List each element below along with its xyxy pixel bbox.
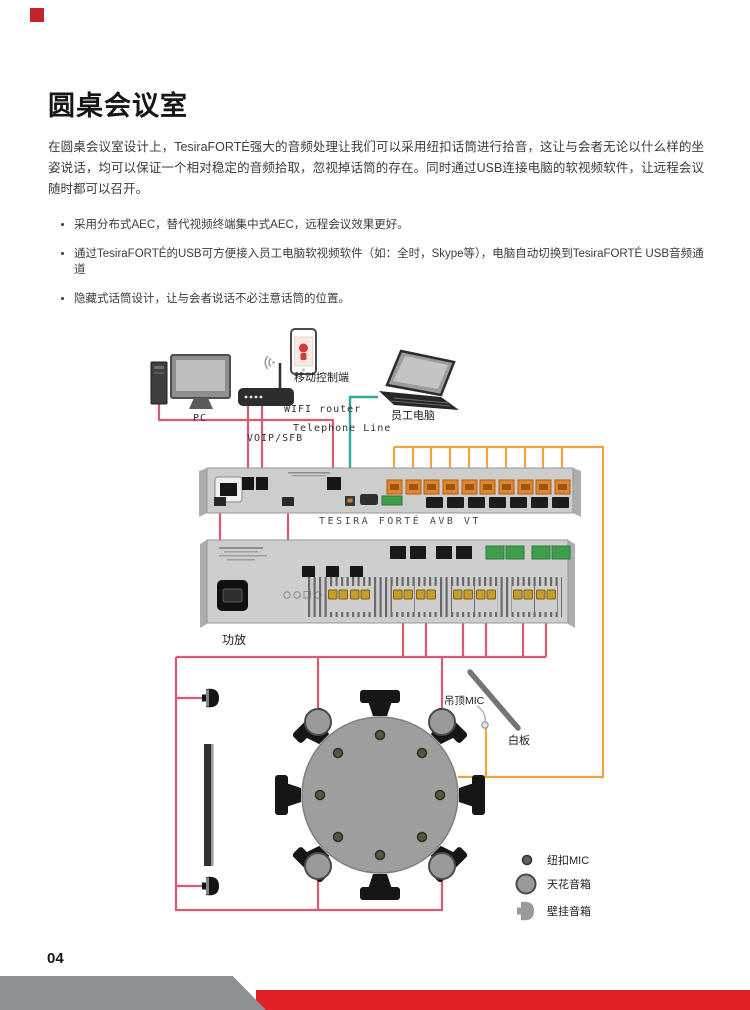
phone-port — [327, 477, 341, 490]
ethernet-port — [256, 477, 268, 490]
ceiling-speaker-icon — [515, 873, 537, 895]
hdmi-port — [360, 494, 378, 505]
wifi-router — [238, 355, 294, 406]
ceiling-mic — [476, 705, 489, 729]
input-connectors — [390, 545, 571, 560]
speaker-output-terminals — [327, 586, 557, 612]
wall-speaker — [202, 688, 219, 708]
mic-input-terminals — [386, 479, 571, 495]
network-port — [326, 566, 339, 577]
network-port — [302, 566, 315, 577]
page-number: 04 — [47, 950, 64, 967]
page-title: 圆桌会议室 — [48, 91, 188, 121]
bullet-item: 隐藏式话筒设计，让与会者说话不必注意话筒的位置。 — [74, 290, 704, 306]
whiteboard-label: 白板 — [508, 733, 530, 747]
amplifier-label: 功放 — [222, 632, 246, 647]
network-port — [350, 566, 363, 577]
ceiling-mic-label: 吊顶MIC — [444, 695, 485, 707]
pc-monitor — [170, 354, 231, 409]
logic-connectors — [426, 497, 569, 508]
chair — [275, 775, 301, 815]
legend-label: 天花音箱 — [547, 877, 591, 891]
footer-gray-shape — [0, 976, 266, 1010]
usb-wire-teal — [348, 395, 378, 496]
ceiling-speakers — [304, 708, 456, 880]
mobile-controller-label: 移动控制端 — [294, 370, 349, 384]
wifi-signal-icon — [264, 355, 275, 370]
legend: 纽扣MIC 天花音箱 壁挂音箱 — [515, 853, 591, 921]
legend-label: 壁挂音箱 — [547, 904, 591, 918]
chair — [459, 775, 485, 815]
ethernet-port — [242, 477, 254, 490]
smartphone — [290, 328, 317, 375]
button-mic-icon — [521, 854, 533, 866]
wall-speaker — [202, 876, 219, 896]
intro-paragraph: 在圆桌会议室设计上，TesiraFORTÉ强大的音频处理让我们可以采用纽扣话筒进… — [48, 140, 704, 196]
pc-label: PC — [193, 413, 207, 424]
pc-tower — [150, 361, 168, 405]
voip-label: VOIP/SFB — [247, 433, 303, 444]
staff-laptop-label: 员工电脑 — [391, 409, 435, 422]
chair — [360, 690, 400, 716]
header-section: 圆桌会议室 在圆桌会议室设计上，TesiraFORTÉ强大的音频处理让我们可以采… — [48, 84, 704, 319]
whiteboard-bar — [467, 669, 521, 731]
wifi-router-label: WIFI router — [284, 404, 361, 415]
conference-table — [301, 716, 459, 874]
wall-speaker-icon — [517, 901, 534, 921]
bullet-item: 通过TesiraFORTÉ的USB可方便接入员工电脑软视频软件（如：全时，Sky… — [74, 245, 704, 277]
dsp-unit-label: TESIRA FORTÉ AVB VT — [319, 514, 481, 527]
footer-red-bar — [256, 990, 750, 1010]
button-mics — [314, 729, 446, 861]
dsp-rack — [199, 467, 581, 517]
bullet-item: 采用分布式AEC，替代视频终端集中式AEC，远程会议效果更好。 — [74, 216, 704, 232]
bullet-list: 采用分布式AEC，替代视频终端集中式AEC，远程会议效果更好。 通过Tesira… — [74, 216, 704, 306]
laptop — [379, 349, 459, 410]
brand-logo-square — [30, 8, 44, 22]
phoenix-connector — [381, 495, 403, 506]
chair — [360, 874, 400, 900]
legend-label: 纽扣MIC — [547, 853, 589, 867]
speaker-wires-pink — [157, 404, 548, 912]
display-panel — [204, 744, 214, 866]
amplifier — [200, 539, 575, 628]
telephone-line-label: Telephone Line — [293, 423, 391, 434]
